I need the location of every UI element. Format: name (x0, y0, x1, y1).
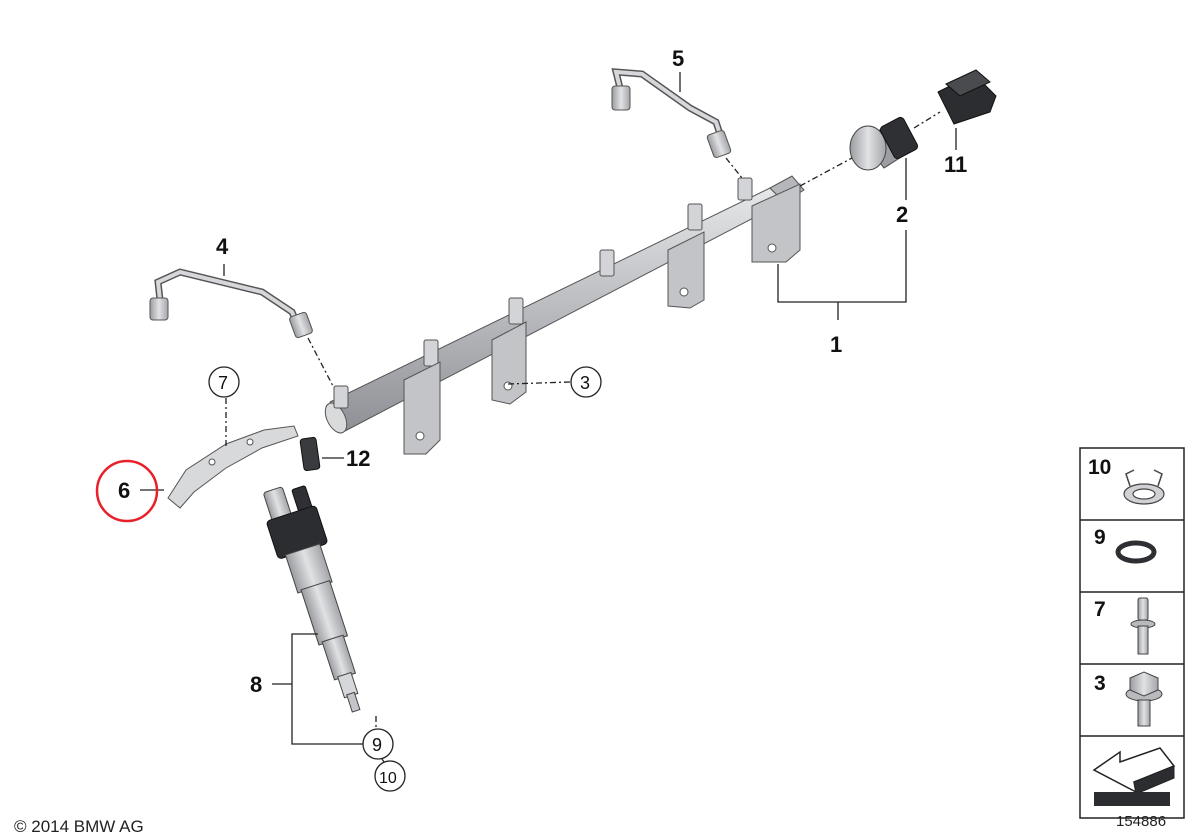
sleeve (299, 436, 321, 472)
callout-6[interactable]: 6 (118, 478, 130, 503)
highlight-circle (95, 459, 159, 523)
legend-label-7: 7 (1094, 598, 1106, 621)
high-pressure-line-4 (149, 268, 313, 339)
callout-11[interactable]: 11 (944, 152, 967, 177)
legend-panel: 10 9 7 3 (1079, 447, 1185, 819)
callout-5[interactable]: 5 (672, 46, 684, 71)
stud-bolt-icon (1130, 597, 1156, 655)
callout-12[interactable]: 12 (346, 446, 370, 471)
callout-3[interactable]: 3 (580, 373, 590, 393)
legend-label-10: 10 (1088, 456, 1111, 479)
callout-4[interactable]: 4 (216, 234, 229, 259)
legend-label-3: 3 (1094, 672, 1106, 695)
leader-lines (140, 72, 957, 763)
diagram-number: 154886 (1116, 813, 1166, 830)
hex-bolt-icon (1125, 671, 1163, 727)
heat-shield (167, 425, 299, 509)
high-pressure-line-5 (611, 68, 732, 159)
callout-1[interactable]: 1 (830, 332, 842, 357)
direction-arrow-icon (1092, 747, 1176, 806)
electrical-connector (937, 69, 997, 125)
callout-7-circle[interactable]: 7 (208, 366, 240, 398)
callout-8[interactable]: 8 (250, 672, 262, 697)
legend-label-9: 9 (1094, 526, 1106, 549)
fuel-injector (263, 485, 361, 713)
o-ring-icon (1115, 540, 1157, 564)
clip-ring-icon (1123, 469, 1165, 505)
callout-9-circle[interactable]: 9 (362, 728, 394, 760)
callout-7[interactable]: 7 (218, 373, 228, 393)
callout-10-circle[interactable]: 10 (374, 760, 406, 792)
callout-9[interactable]: 9 (372, 735, 382, 755)
callout-3-circle[interactable]: 3 (570, 366, 602, 398)
pressure-sensor (849, 116, 919, 171)
callout-10[interactable]: 10 (379, 770, 397, 787)
callout-2[interactable]: 2 (896, 202, 908, 227)
copyright-text: © 2014 BMW AG (14, 817, 144, 836)
fuel-rail (324, 175, 805, 455)
